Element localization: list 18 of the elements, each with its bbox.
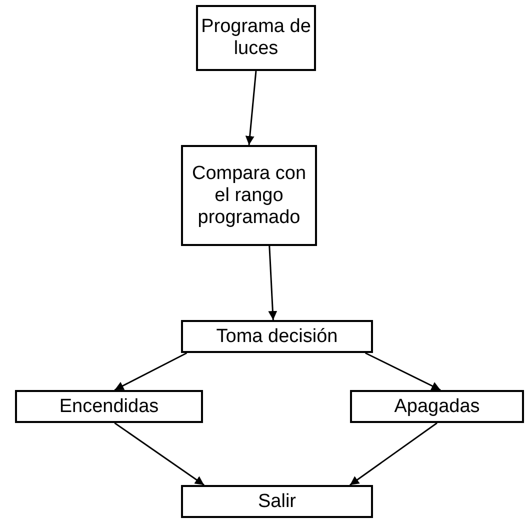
arrow (114, 352, 188, 391)
process-box (181, 485, 373, 518)
process-box (15, 390, 203, 423)
arrow (364, 352, 441, 391)
box-label: Programa de luces (200, 16, 312, 60)
arrow (350, 422, 438, 486)
arrow (114, 422, 204, 486)
process-box (196, 5, 316, 71)
arrow (268, 246, 278, 320)
process-box (350, 390, 524, 423)
box-label: Apagadas (394, 396, 480, 418)
box-label: Salir (258, 490, 296, 512)
arrow (245, 70, 257, 146)
process-box (181, 320, 373, 353)
process-box (181, 145, 317, 246)
box-label: Encendidas (59, 396, 159, 418)
box-label: Toma decisión (216, 326, 338, 348)
box-label: Compara con el rango programado (190, 162, 308, 228)
